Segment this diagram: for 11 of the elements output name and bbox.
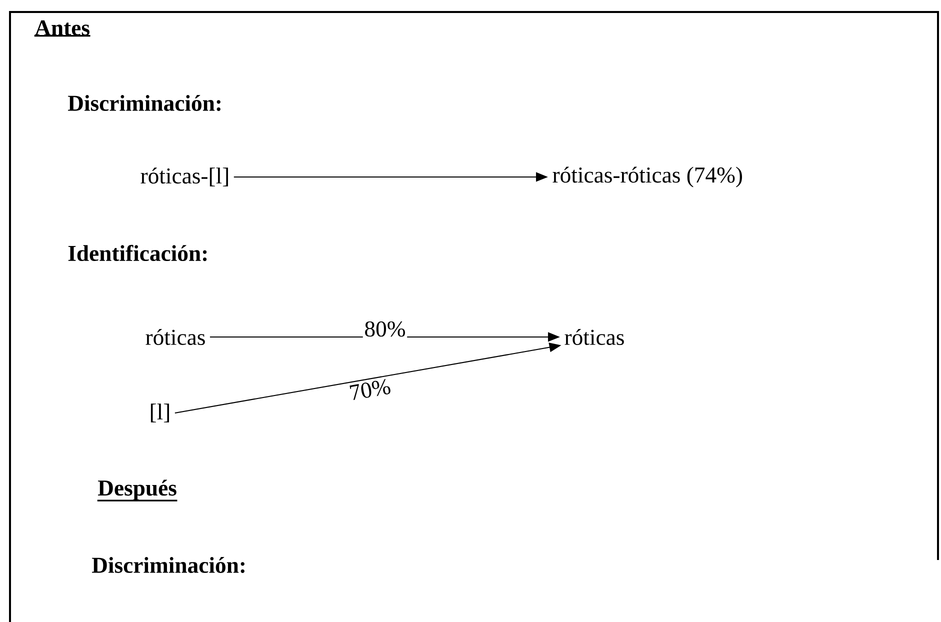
section-heading: Después <box>97 480 178 502</box>
term-text: róticas <box>564 329 624 345</box>
edge-label: 80% <box>365 321 405 337</box>
subheading: Discriminación: <box>92 556 244 574</box>
term-text: róticas-[l] <box>140 168 228 186</box>
edge-label: 70% <box>350 379 390 400</box>
term-text: [l] <box>150 404 169 422</box>
term-text: róticas-róticas (74%) <box>552 166 742 188</box>
term-text: róticas <box>146 329 205 345</box>
subheading: Identificación: <box>68 244 207 262</box>
subheading: Discriminación: <box>68 94 220 112</box>
